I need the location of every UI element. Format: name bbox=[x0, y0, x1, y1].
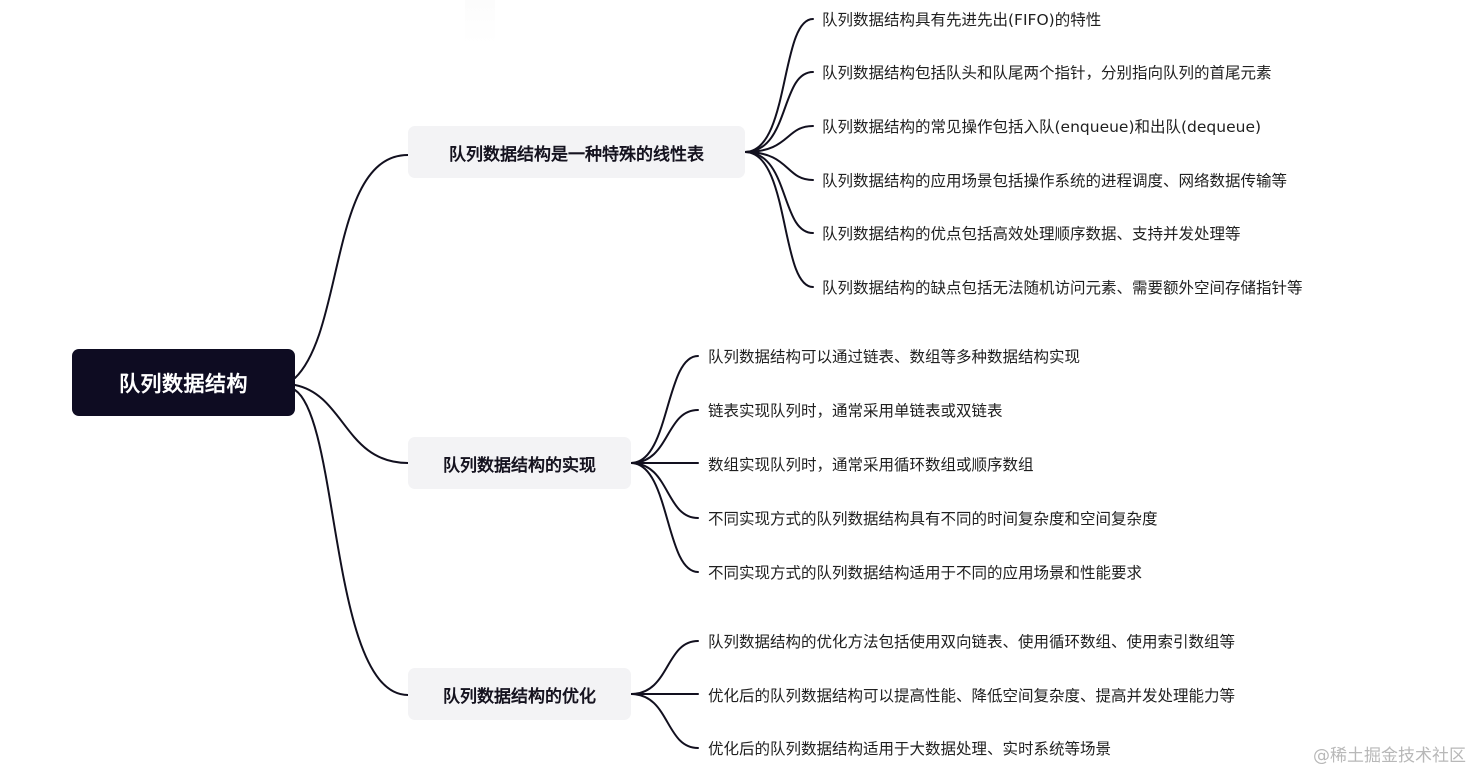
edge-b1-l1 bbox=[630, 409, 699, 464]
leaf-node-label: 队列数据结构具有先进先出(FIFO)的特性 bbox=[822, 11, 1102, 29]
faint-artifact bbox=[465, 0, 495, 45]
leaf-node-label: 队列数据结构可以通过链表、数组等多种数据结构实现 bbox=[708, 348, 1081, 366]
leaf-node[interactable]: 队列数据结构的应用场景包括操作系统的进程调度、网络数据传输等 bbox=[822, 167, 1287, 193]
edge-root-branch-1 bbox=[294, 384, 409, 464]
leaf-node-label: 优化后的队列数据结构适用于大数据处理、实时系统等场景 bbox=[708, 740, 1112, 758]
leaf-node-label: 队列数据结构的优化方法包括使用双向链表、使用循环数组、使用索引数组等 bbox=[708, 633, 1236, 651]
branch-node-optimization[interactable]: 队列数据结构的优化 bbox=[408, 668, 631, 720]
leaf-node[interactable]: 优化后的队列数据结构可以提高性能、降低空间复杂度、提高并发处理能力等 bbox=[708, 682, 1235, 708]
edge-root-branch-2 bbox=[294, 389, 409, 696]
branch-node-label: 队列数据结构的实现 bbox=[443, 455, 596, 476]
leaf-node[interactable]: 优化后的队列数据结构适用于大数据处理、实时系统等场景 bbox=[708, 735, 1111, 761]
edge-b1-l3 bbox=[630, 462, 699, 519]
leaf-node[interactable]: 不同实现方式的队列数据结构具有不同的时间复杂度和空间复杂度 bbox=[708, 505, 1158, 531]
leaf-node[interactable]: 队列数据结构的优化方法包括使用双向链表、使用循环数组、使用索引数组等 bbox=[708, 628, 1235, 654]
branch-node-linear-list[interactable]: 队列数据结构是一种特殊的线性表 bbox=[408, 126, 745, 178]
leaf-node-label: 数组实现队列时，通常采用循环数组或顺序数组 bbox=[708, 456, 1034, 474]
edge-b2-l0 bbox=[630, 640, 699, 695]
leaf-node[interactable]: 队列数据结构的优点包括高效处理顺序数据、支持并发处理等 bbox=[822, 220, 1241, 246]
leaf-node[interactable]: 数组实现队列时，通常采用循环数组或顺序数组 bbox=[708, 451, 1034, 477]
edge-b0-l5 bbox=[744, 151, 814, 288]
leaf-node[interactable]: 队列数据结构可以通过链表、数组等多种数据结构实现 bbox=[708, 343, 1080, 369]
edge-b0-l2 bbox=[744, 125, 814, 153]
edge-root-branch-0 bbox=[294, 154, 409, 379]
edge-b0-l0 bbox=[744, 18, 814, 153]
leaf-node-label: 队列数据结构的常见操作包括入队(enqueue)和出队(dequeue) bbox=[822, 118, 1262, 136]
edge-b0-l3 bbox=[744, 151, 814, 181]
leaf-node-label: 队列数据结构的应用场景包括操作系统的进程调度、网络数据传输等 bbox=[822, 172, 1288, 190]
leaf-node-label: 队列数据结构的优点包括高效处理顺序数据、支持并发处理等 bbox=[822, 225, 1241, 243]
edge-b1-l0 bbox=[630, 355, 699, 464]
root-node-label: 队列数据结构 bbox=[119, 371, 248, 396]
edge-b1-l4 bbox=[630, 462, 699, 573]
edge-b0-l1 bbox=[744, 71, 814, 153]
leaf-node[interactable]: 队列数据结构的缺点包括无法随机访问元素、需要额外空间存储指针等 bbox=[822, 274, 1303, 300]
leaf-node-label: 队列数据结构包括队头和队尾两个指针，分别指向队列的首尾元素 bbox=[822, 64, 1272, 82]
root-node[interactable]: 队列数据结构 bbox=[72, 349, 295, 416]
leaf-node[interactable]: 不同实现方式的队列数据结构适用于不同的应用场景和性能要求 bbox=[708, 559, 1142, 585]
leaf-node-label: 不同实现方式的队列数据结构具有不同的时间复杂度和空间复杂度 bbox=[708, 510, 1158, 528]
branch-node-label: 队列数据结构是一种特殊的线性表 bbox=[449, 144, 704, 165]
leaf-node-label: 队列数据结构的缺点包括无法随机访问元素、需要额外空间存储指针等 bbox=[822, 279, 1303, 297]
leaf-node[interactable]: 队列数据结构具有先进先出(FIFO)的特性 bbox=[822, 6, 1101, 32]
branch-node-implementation[interactable]: 队列数据结构的实现 bbox=[408, 437, 631, 489]
edge-b2-l2 bbox=[630, 693, 699, 749]
edge-b0-l4 bbox=[744, 151, 814, 234]
leaf-node[interactable]: 队列数据结构的常见操作包括入队(enqueue)和出队(dequeue) bbox=[822, 113, 1261, 139]
leaf-node-label: 不同实现方式的队列数据结构适用于不同的应用场景和性能要求 bbox=[708, 564, 1143, 582]
watermark: @稀土掘金技术社区 bbox=[1313, 746, 1466, 766]
branch-node-label: 队列数据结构的优化 bbox=[443, 686, 596, 707]
leaf-node[interactable]: 链表实现队列时，通常采用单链表或双链表 bbox=[708, 397, 1003, 423]
leaf-node-label: 链表实现队列时，通常采用单链表或双链表 bbox=[708, 402, 1003, 420]
leaf-node-label: 优化后的队列数据结构可以提高性能、降低空间复杂度、提高并发处理能力等 bbox=[708, 687, 1236, 705]
leaf-node[interactable]: 队列数据结构包括队头和队尾两个指针，分别指向队列的首尾元素 bbox=[822, 59, 1272, 85]
